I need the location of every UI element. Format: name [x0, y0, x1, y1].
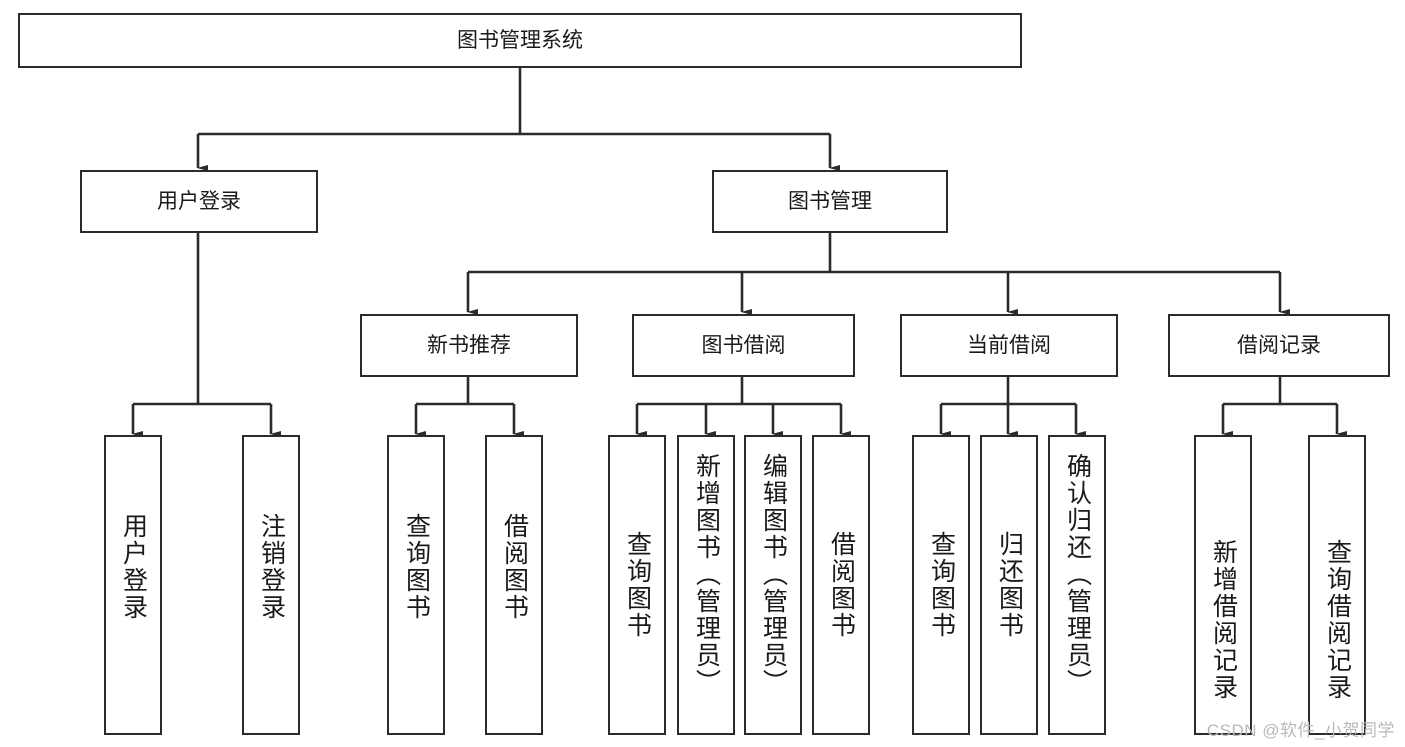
leaf-book-borrow-edit-book-admin[interactable]: 编辑图书（管理员）	[744, 435, 802, 735]
leaf-current-borrow-confirm-return-admin[interactable]: 确认归还（管理员）	[1048, 435, 1106, 735]
node-label: 编辑图书（管理员）	[759, 453, 788, 696]
node-label: 新增图书（管理员）	[692, 453, 721, 696]
leaf-borrow-record-add-record[interactable]: 新增借阅记录	[1194, 435, 1252, 735]
node-label: 图书借阅	[701, 333, 786, 357]
node-label: 借阅记录	[1237, 333, 1321, 357]
node-book-management[interactable]: 图书管理	[712, 170, 948, 233]
leaf-new-book-borrow-book[interactable]: 借阅图书	[485, 435, 543, 735]
node-label: 新增借阅记录	[1209, 539, 1238, 701]
node-root-book-management-system[interactable]: 图书管理系统	[18, 13, 1022, 68]
node-label: 查询图书	[623, 531, 652, 639]
node-label: 归还图书	[995, 531, 1024, 639]
node-label: 用户登录	[157, 189, 241, 213]
node-label: 新书推荐	[427, 333, 511, 357]
leaf-book-borrow-add-book-admin[interactable]: 新增图书（管理员）	[677, 435, 735, 735]
leaf-user-login-logout[interactable]: 注销登录	[242, 435, 300, 735]
node-label: 注销登录	[257, 513, 286, 621]
node-label: 图书管理系统	[457, 28, 583, 52]
node-label: 查询图书	[927, 531, 956, 639]
node-label: 确认归还（管理员）	[1063, 453, 1092, 696]
watermark: CSDN @软件_小贺同学	[1206, 721, 1395, 740]
node-book-borrow[interactable]: 图书借阅	[632, 314, 855, 377]
node-label: 用户登录	[119, 513, 148, 621]
leaf-current-borrow-query-book[interactable]: 查询图书	[912, 435, 970, 735]
node-label: 借阅图书	[827, 531, 856, 639]
leaf-book-borrow-borrow-book[interactable]: 借阅图书	[812, 435, 870, 735]
node-label: 查询图书	[402, 513, 431, 621]
node-label: 图书管理	[788, 189, 872, 213]
leaf-borrow-record-query-record[interactable]: 查询借阅记录	[1308, 435, 1366, 735]
leaf-new-book-query-book[interactable]: 查询图书	[387, 435, 445, 735]
node-label: 当前借阅	[967, 333, 1051, 357]
node-borrow-record[interactable]: 借阅记录	[1168, 314, 1390, 377]
node-label: 查询借阅记录	[1323, 539, 1352, 701]
node-user-login[interactable]: 用户登录	[80, 170, 318, 233]
node-label: 借阅图书	[500, 513, 529, 621]
node-current-borrow[interactable]: 当前借阅	[900, 314, 1118, 377]
leaf-book-borrow-query-book[interactable]: 查询图书	[608, 435, 666, 735]
leaf-user-login-login[interactable]: 用户登录	[104, 435, 162, 735]
node-new-book-recommend[interactable]: 新书推荐	[360, 314, 578, 377]
leaf-current-borrow-return-book[interactable]: 归还图书	[980, 435, 1038, 735]
